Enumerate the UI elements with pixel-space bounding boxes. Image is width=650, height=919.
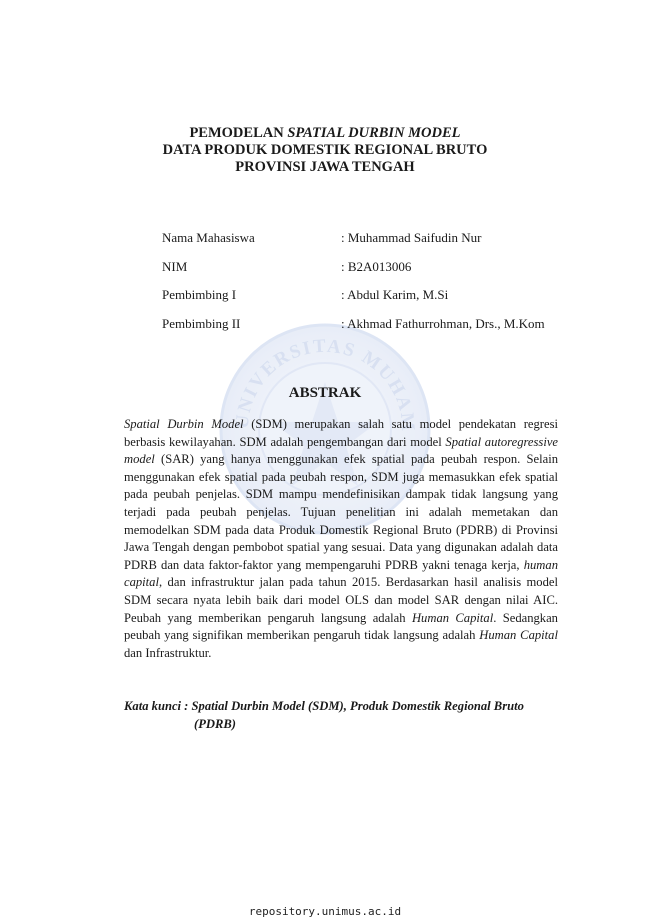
- title-line-1: PEMODELAN SPATIAL DURBIN MODEL: [189, 125, 461, 141]
- university-seal-watermark: UNIVERSITAS MUHAMMADIYAH: [218, 322, 431, 535]
- keywords: Kata kunci : Spatial Durbin Model (SDM),…: [124, 698, 558, 733]
- info-label: NIM: [162, 258, 188, 274]
- info-value: : Muhammad Saifudin Nur: [341, 230, 482, 245]
- info-value: : Abdul Karim, M.Si: [341, 287, 449, 302]
- abstract-heading: ABSTRAK: [288, 385, 362, 401]
- document-title: PEMODELAN SPATIAL DURBIN MODEL DATA PROD…: [0, 125, 650, 176]
- title-line-3: PROVINSI JAWA TENGAH: [235, 159, 415, 175]
- abstract-body: Spatial Durbin Model (SDM) merupakan sal…: [124, 417, 559, 660]
- repository-footer: repository.unimus.ac.id: [248, 905, 402, 918]
- title-line-2: DATA PRODUK DOMESTIK REGIONAL BRUTO: [162, 142, 488, 158]
- info-value: : B2A013006: [341, 258, 412, 274]
- info-value: : Akhmad Fathurrohman, Drs., M.Kom: [341, 315, 545, 331]
- keywords-line-2: (PDRB): [194, 716, 236, 731]
- info-label: Pembimbing I: [162, 287, 237, 302]
- info-label: Pembimbing II: [162, 315, 241, 331]
- keywords-line-1: Kata kunci : Spatial Durbin Model (SDM),…: [124, 699, 524, 713]
- info-label: Nama Mahasiswa: [162, 230, 255, 245]
